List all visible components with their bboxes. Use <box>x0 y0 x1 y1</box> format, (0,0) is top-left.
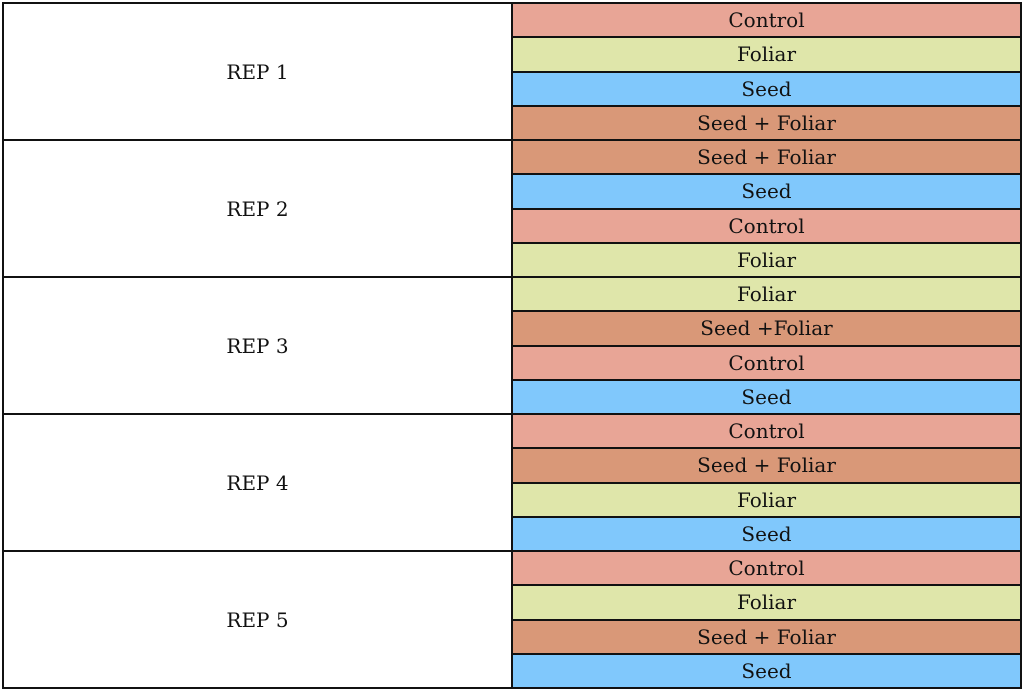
treatment-cell: Control <box>511 344 1022 381</box>
treatment-cell: Control <box>511 549 1022 587</box>
table-row: Foliar <box>3 36 1022 73</box>
treatment-cell: Foliar <box>511 36 1022 73</box>
table-row: Seed <box>3 70 1022 107</box>
treatment-cell: Seed +Foliar <box>511 310 1022 347</box>
table-row: Control <box>3 344 1022 381</box>
table-row: Seed <box>3 378 1022 416</box>
treatment-cell: Seed <box>511 652 1022 690</box>
table-row: Control <box>3 207 1022 244</box>
rep-label-4: REP 4 <box>2 413 513 552</box>
treatment-cell: Seed + Foliar <box>511 104 1022 142</box>
treatment-cell: Seed + Foliar <box>511 138 1022 176</box>
treatment-cell: Foliar <box>511 481 1022 518</box>
treatment-cell: Seed <box>511 173 1022 210</box>
treatment-cell: Foliar <box>511 584 1022 621</box>
table-row: Foliar <box>3 481 1022 518</box>
treatment-cell: Seed <box>511 378 1022 416</box>
table-row: Seed <box>3 173 1022 210</box>
rep-label-3: REP 3 <box>2 276 513 415</box>
table-row: Seed <box>3 515 1022 553</box>
table-row: Seed <box>3 652 1022 690</box>
treatment-cell: Control <box>511 1 1022 39</box>
table-row: Foliar <box>3 584 1022 621</box>
treatment-cell: Foliar <box>511 275 1022 313</box>
treatment-cell: Seed <box>511 515 1022 553</box>
treatment-cell: Seed + Foliar <box>511 447 1022 484</box>
treatment-cell: Control <box>511 207 1022 244</box>
table-row: Foliar <box>3 241 1022 279</box>
rep-label-2: REP 2 <box>2 139 513 278</box>
treatment-cell: Control <box>511 412 1022 450</box>
treatment-cell: Seed <box>511 70 1022 107</box>
table-row: Seed +Foliar <box>3 310 1022 347</box>
table-row: Seed + Foliar <box>3 104 1022 142</box>
rep-label-1: REP 1 <box>2 2 513 141</box>
rep-label-5: REP 5 <box>2 550 513 689</box>
table-row: Seed + Foliar <box>3 618 1022 655</box>
table-row: Seed + Foliar <box>3 447 1022 484</box>
treatment-cell: Seed + Foliar <box>511 618 1022 655</box>
treatment-cell: Foliar <box>511 241 1022 279</box>
